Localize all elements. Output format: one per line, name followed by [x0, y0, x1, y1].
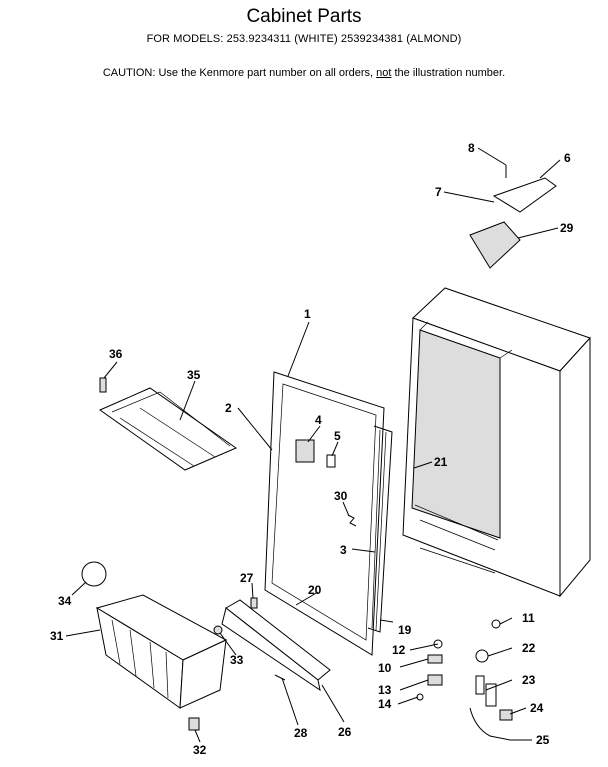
- model-numbers: FOR MODELS: 253.9234311 (WHITE) 25392343…: [146, 33, 462, 45]
- callout-25: 25: [536, 733, 550, 747]
- callout-4: 4: [315, 413, 322, 427]
- callout-3: 3: [340, 543, 347, 557]
- basket-part: [95, 594, 228, 709]
- callout-1: 1: [304, 307, 311, 321]
- callout-29: 29: [560, 221, 574, 235]
- callout-27: 27: [240, 571, 254, 585]
- shelf-part: [98, 377, 238, 471]
- callout-24: 24: [530, 701, 544, 715]
- callout-30: 30: [334, 489, 348, 503]
- callout-28: 28: [294, 726, 308, 740]
- part-33-plug: [213, 625, 223, 635]
- callout-7: 7: [435, 185, 442, 199]
- callout-26: 26: [338, 725, 352, 739]
- caution-note: CAUTION: Use the Kenmore part number on …: [0, 67, 608, 79]
- callout-22: 22: [522, 641, 536, 655]
- callout-5: 5: [334, 429, 341, 443]
- callout-2: 2: [225, 401, 232, 415]
- callout-21: 21: [434, 455, 448, 469]
- caution-prefix: CAUTION: Use the Kenmore part number on …: [102, 67, 377, 79]
- callout-13: 13: [378, 683, 392, 697]
- callout-35: 35: [187, 368, 201, 382]
- callout-20: 20: [308, 583, 322, 597]
- callout-12: 12: [392, 643, 406, 657]
- caution-suffix: the illustration number.: [391, 67, 506, 79]
- callout-19: 19: [398, 623, 412, 637]
- callout-36: 36: [109, 347, 123, 361]
- callout-6: 6: [564, 151, 571, 165]
- part-27-screw: [250, 597, 258, 609]
- callout-14: 14: [378, 697, 392, 711]
- callout-11: 11: [522, 611, 535, 625]
- caution-underlined: not: [376, 67, 392, 79]
- callout-31: 31: [50, 629, 64, 643]
- leader-lines: [65, 147, 561, 743]
- cabinet-part: [402, 287, 591, 598]
- callout-23: 23: [522, 673, 536, 687]
- basket-clip-part: [81, 561, 107, 587]
- part-28-screw: [274, 674, 286, 681]
- door-part: [264, 371, 393, 656]
- bottom-hinge-parts: [416, 619, 513, 741]
- small-parts-door: [295, 439, 357, 527]
- page-title: Cabinet Parts: [246, 6, 362, 27]
- callout-33: 33: [230, 653, 244, 667]
- callout-8: 8: [468, 141, 475, 155]
- callout-34: 34: [58, 594, 72, 608]
- callout-32: 32: [193, 743, 207, 757]
- part-32-clip: [188, 717, 200, 731]
- grille-part: [221, 599, 331, 692]
- callout-10: 10: [378, 661, 392, 675]
- top-hinge-part: [469, 165, 557, 269]
